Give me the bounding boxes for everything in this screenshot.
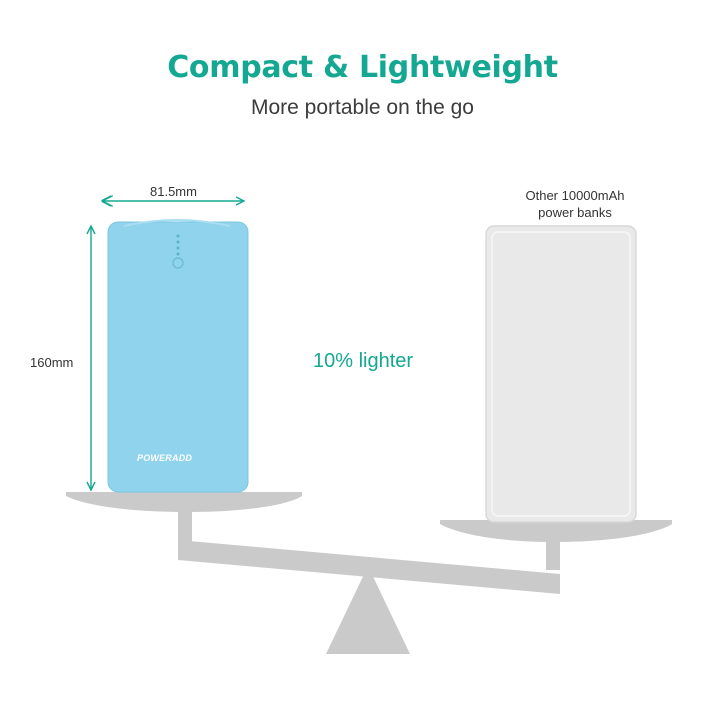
other-label-line2: power banks [538, 205, 612, 220]
power-button-icon [172, 257, 184, 269]
weight-comparison-label: 10% lighter [313, 350, 414, 372]
left-pan [66, 492, 302, 512]
other-power-bank-label: Other 10000mAh power banks [505, 187, 645, 221]
width-label: 81.5mm [150, 184, 197, 199]
other-label-line1: Other 10000mAh [525, 188, 625, 203]
page-subtitle: More portable on the go [251, 96, 474, 119]
page-title: Compact & Lightweight [167, 50, 558, 85]
other-power-bank [485, 225, 637, 523]
right-stem [546, 540, 560, 570]
right-pan [440, 520, 672, 542]
fulcrum [326, 566, 410, 654]
brand-logo: POWERADD [137, 453, 193, 463]
left-stem [178, 510, 192, 544]
height-dimension-line [86, 224, 96, 492]
battery-led-icon [176, 234, 180, 256]
poweradd-power-bank [107, 219, 249, 493]
height-label: 160mm [30, 355, 74, 370]
width-dimension-line [103, 197, 246, 205]
balance-scale [66, 492, 672, 654]
scale-beam [178, 540, 560, 594]
